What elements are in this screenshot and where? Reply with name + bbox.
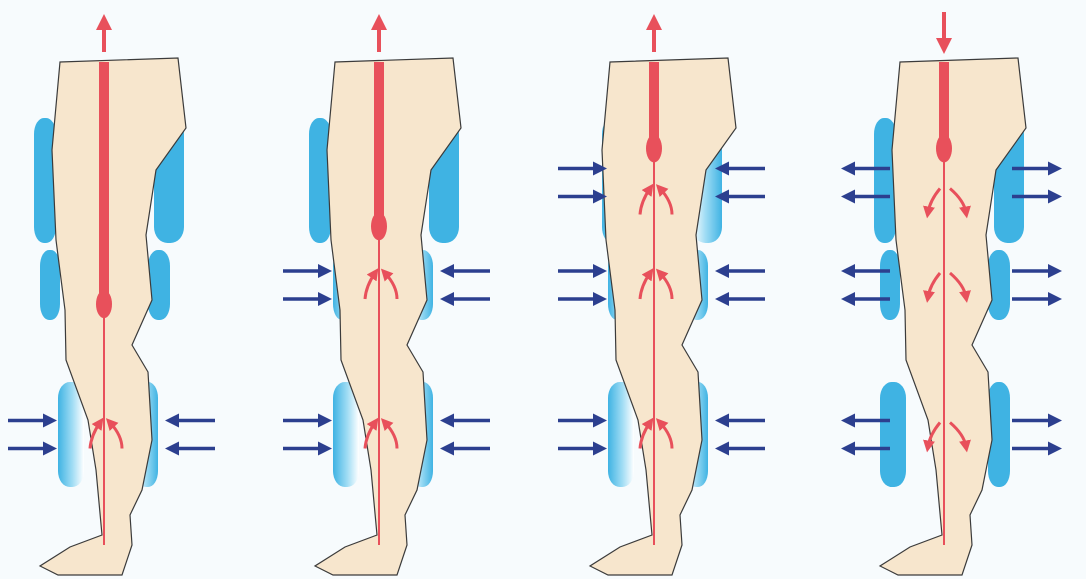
leg-panel-2 xyxy=(283,22,490,575)
vein-filled-segment xyxy=(374,62,384,222)
vein-bulge xyxy=(371,212,387,240)
vein-bulge xyxy=(936,134,952,162)
leg-panel-1 xyxy=(8,22,215,575)
vein-filled-segment xyxy=(99,62,109,300)
vein-bulge xyxy=(96,290,112,318)
vein-filled-segment xyxy=(939,62,949,144)
cuff-middle-left xyxy=(40,250,60,320)
vein-filled-segment xyxy=(649,62,659,144)
vein-bulge xyxy=(646,134,662,162)
cuff-middle-left xyxy=(880,250,900,320)
leg-panel-4 xyxy=(848,12,1055,575)
cuff-middle-right xyxy=(148,250,170,320)
cuff-lower-left xyxy=(880,382,906,487)
leg-panel-3 xyxy=(558,22,765,575)
cuff-middle-right xyxy=(988,250,1010,320)
